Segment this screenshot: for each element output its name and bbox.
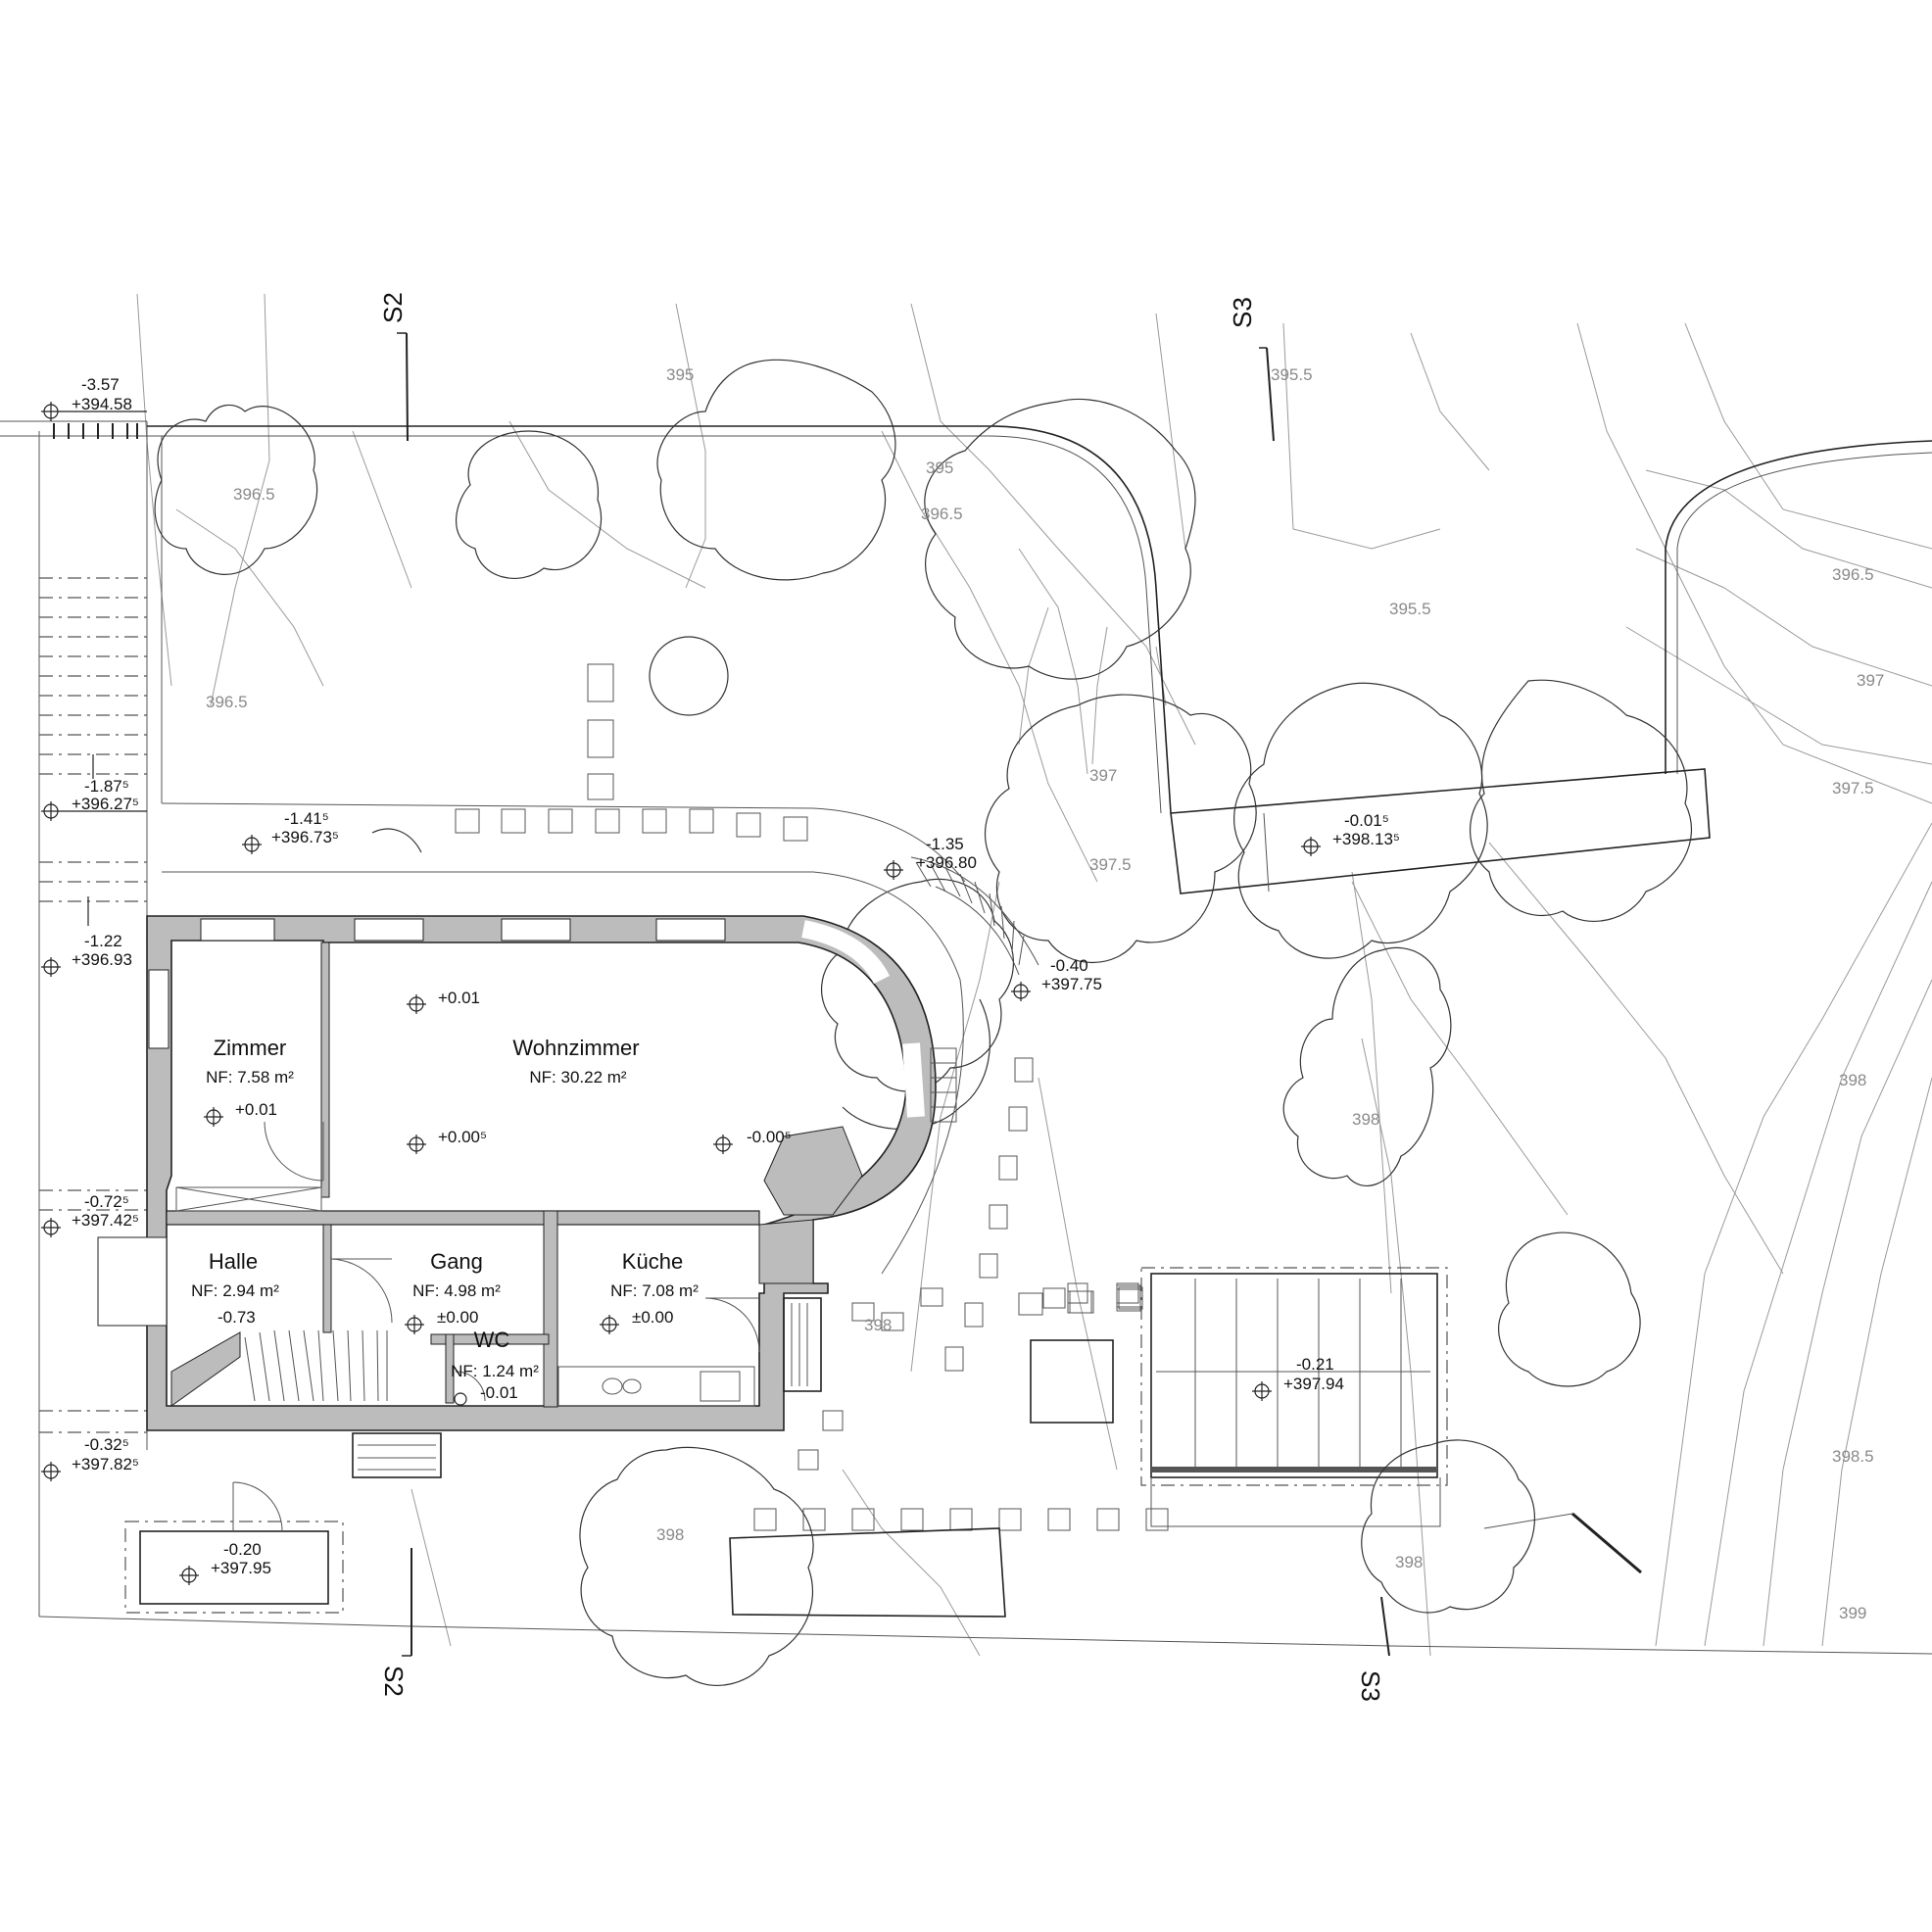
elev-rel-e11: -0.21 [1296, 1355, 1334, 1374]
contour-lines [136, 293, 1932, 1657]
elev-abs-e5: +397.75 [1041, 975, 1102, 993]
elev-abs-e9: +397.82⁵ [72, 1455, 139, 1473]
interior-levels [204, 994, 733, 1406]
level-wohnzimmer-3: -0.00⁵ [747, 1128, 792, 1146]
elevation-markers [41, 402, 1321, 1585]
elev-rel-e7: -1.22 [84, 932, 122, 950]
contour-label: 398 [864, 1316, 892, 1334]
room-name-wc: WC [474, 1328, 510, 1352]
room-area-gang: NF: 4.98 m² [412, 1281, 501, 1300]
elev-abs-e10: +397.95 [211, 1559, 271, 1577]
contour-label: 398 [1352, 1110, 1379, 1129]
elev-rel-e8: -0.72⁵ [84, 1192, 129, 1211]
elev-abs-e4: +396.80 [916, 853, 977, 872]
contour-label: 398 [1839, 1071, 1866, 1089]
garden-stairs-left [39, 577, 147, 1433]
section-markers: S2 S3 S2 S3 [378, 292, 1390, 1702]
contour-label: 397.5 [1832, 779, 1874, 797]
elev-rel-e9: -0.32⁵ [84, 1435, 129, 1454]
room-area-halle: NF: 2.94 m² [191, 1281, 279, 1300]
room-area-wc: NF: 1.24 m² [451, 1362, 539, 1380]
room-area-zimmer: NF: 7.58 m² [206, 1068, 294, 1087]
elev-abs-e11: +397.94 [1283, 1375, 1344, 1393]
elev-abs-e1: +394.58 [72, 395, 132, 413]
level-wc: -0.01 [480, 1383, 518, 1402]
contour-label: 399 [1839, 1604, 1866, 1622]
elev-rel-e6: -0.01⁵ [1344, 811, 1389, 830]
garden-shed [1150, 1273, 1438, 1478]
contour-label: 398.5 [1832, 1447, 1874, 1466]
room-name-wohnzimmer: Wohnzimmer [512, 1036, 639, 1060]
contour-label: 396.5 [206, 693, 248, 711]
elev-abs-e7: +396.93 [72, 950, 132, 969]
section-s2-top: S2 [378, 292, 408, 323]
contour-label: 398 [1395, 1553, 1423, 1571]
elev-rel-e10: -0.20 [223, 1540, 262, 1559]
stepping-stones [455, 663, 1169, 1531]
elev-abs-e3: +396.73⁵ [271, 828, 339, 846]
entrance-grate [53, 423, 138, 439]
elev-rel-e4: -1.35 [926, 835, 964, 853]
room-area-wohnzimmer: NF: 30.22 m² [529, 1068, 627, 1087]
room-labels: Zimmer NF: 7.58 m² Wohnzimmer NF: 30.22 … [191, 1036, 699, 1380]
house [97, 915, 957, 1478]
garden-bed [729, 1527, 1006, 1618]
contour-labels: 395 395.5 395 396.5 396.5 396.5 395.5 39… [206, 365, 1884, 1622]
contour-label: 395.5 [1389, 600, 1431, 618]
garden-block [1030, 1339, 1114, 1424]
contour-label: 395 [926, 459, 953, 477]
interior-level-labels: +0.01 +0.01 +0.00⁵ -0.00⁵ -0.73 ±0.00 ±0… [217, 989, 792, 1402]
elev-rel-e3: -1.41⁵ [284, 809, 329, 828]
contour-label: 396.5 [233, 485, 275, 504]
elev-abs-e6: +398.13⁵ [1332, 830, 1400, 848]
room-name-kueche: Küche [622, 1249, 683, 1274]
contour-label: 395 [666, 365, 694, 384]
level-wohnzimmer-2: +0.00⁵ [438, 1128, 487, 1146]
room-name-gang: Gang [430, 1249, 483, 1274]
level-halle: -0.73 [217, 1308, 256, 1327]
elevation-labels: -3.57 +394.58 -1.87⁵ +396.27⁵ -1.41⁵ +39… [72, 375, 1400, 1577]
contour-label: 397 [1089, 766, 1117, 785]
level-kueche: ±0.00 [632, 1308, 673, 1327]
room-name-zimmer: Zimmer [214, 1036, 287, 1060]
section-s3-bottom: S3 [1356, 1670, 1385, 1702]
level-gang: ±0.00 [437, 1308, 478, 1327]
small-outbuilding [124, 1521, 344, 1614]
elev-abs-e8: +397.42⁵ [72, 1211, 139, 1230]
section-s3-top: S3 [1228, 297, 1257, 328]
contour-label: 395.5 [1271, 365, 1313, 384]
room-name-halle: Halle [209, 1249, 258, 1274]
elev-abs-e2: +396.27⁵ [72, 795, 139, 813]
contour-label: 396.5 [921, 505, 963, 523]
level-zimmer: +0.01 [235, 1100, 277, 1119]
elev-rel-e5: -0.40 [1050, 956, 1088, 975]
contour-label: 396.5 [1832, 565, 1874, 584]
level-wohnzimmer-1: +0.01 [438, 989, 480, 1007]
elev-rel-e2: -1.87⁵ [84, 777, 129, 796]
section-s2-bottom: S2 [379, 1666, 409, 1697]
contour-label: 398 [656, 1525, 684, 1544]
site-outlines [0, 420, 1932, 1655]
trees [154, 359, 1693, 1686]
contour-label: 397 [1857, 671, 1884, 690]
contour-label: 397.5 [1089, 855, 1132, 874]
room-area-kueche: NF: 7.08 m² [610, 1281, 699, 1300]
elev-rel-e1: -3.57 [81, 375, 120, 394]
curved-stairs [162, 856, 1039, 1275]
